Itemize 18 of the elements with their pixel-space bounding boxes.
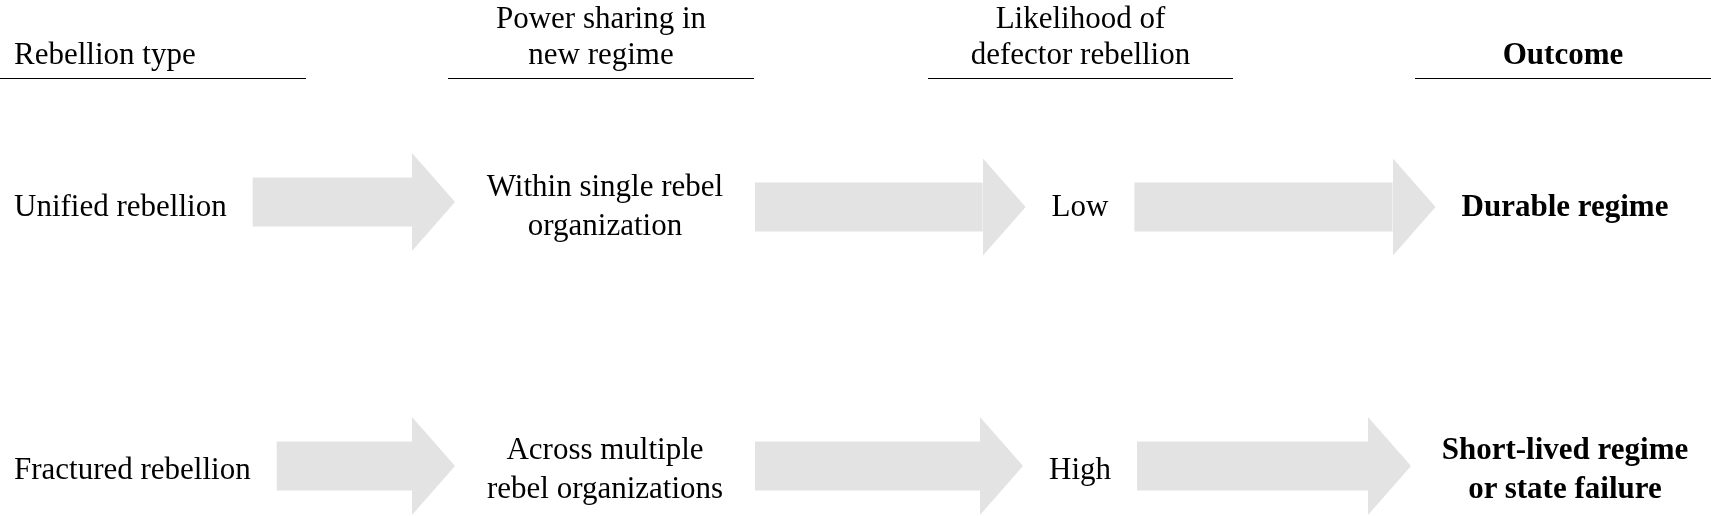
block-arrow <box>755 417 1023 515</box>
step-text: Short-lived regime or state failure <box>1411 429 1693 507</box>
step-text: Across multiple rebel organizations <box>455 429 755 507</box>
column-header: Rebellion type <box>0 36 306 79</box>
block-arrow <box>276 417 455 515</box>
column-header: Power sharing in new regime <box>448 0 754 79</box>
step-text: Within single rebel organization <box>455 166 755 244</box>
column-header: Likelihood of defector rebellion <box>928 0 1233 79</box>
block-arrow <box>1134 158 1436 256</box>
column-header: Outcome <box>1415 36 1711 79</box>
step-text: High <box>1023 448 1137 488</box>
block-arrow <box>252 153 455 251</box>
block-arrow <box>755 158 1026 256</box>
step-text: Low <box>1025 185 1135 225</box>
step-text: Durable regime <box>1435 185 1669 225</box>
block-arrow <box>1137 417 1411 515</box>
step-text: Unified rebellion <box>14 185 253 225</box>
step-text: Fractured rebellion <box>14 448 277 488</box>
